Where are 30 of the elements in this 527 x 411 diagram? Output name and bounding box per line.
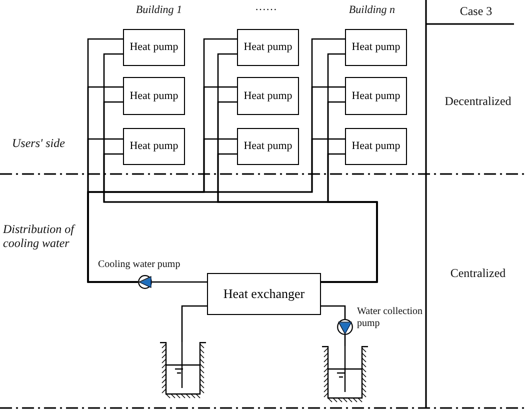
well-drawing — [160, 342, 206, 398]
section-label: Users' side — [12, 136, 66, 150]
heat-exchanger-box: Heat exchanger — [207, 273, 321, 315]
pipe-line — [321, 305, 346, 319]
heat-pump-box: Heat pump — [237, 128, 299, 165]
section-label: Building n — [348, 4, 396, 18]
heat-pump-box: Heat pump — [237, 29, 299, 66]
section-label: Case 3 — [458, 4, 494, 18]
heat-pump-box: Heat pump — [345, 128, 407, 165]
heat-pump-box: Heat pump — [123, 128, 185, 165]
well-drawing — [322, 346, 368, 402]
pipe-line — [344, 335, 346, 346]
pump-icon — [337, 319, 353, 335]
heat-pump-box: Heat pump — [345, 77, 407, 115]
pump-icon — [138, 275, 152, 289]
pipe-line — [152, 281, 207, 283]
section-label: Centralized — [449, 266, 507, 280]
pipe-line — [181, 305, 207, 342]
heat-pump-box: Heat pump — [345, 29, 407, 66]
section-label: Decentralized — [444, 94, 512, 108]
pump-label: Water collection pump — [357, 306, 424, 330]
heat-pump-box: Heat pump — [123, 29, 185, 66]
section-label: …… — [254, 1, 278, 14]
heat-pump-box: Heat pump — [123, 77, 185, 115]
section-label: Distribution of cooling water — [3, 222, 76, 251]
pump-label: Cooling water pump — [98, 259, 182, 271]
heat-pump-box: Heat pump — [237, 77, 299, 115]
section-label: Building 1 — [134, 4, 184, 18]
pipe-line — [321, 153, 378, 283]
pipe-line — [87, 138, 345, 283]
